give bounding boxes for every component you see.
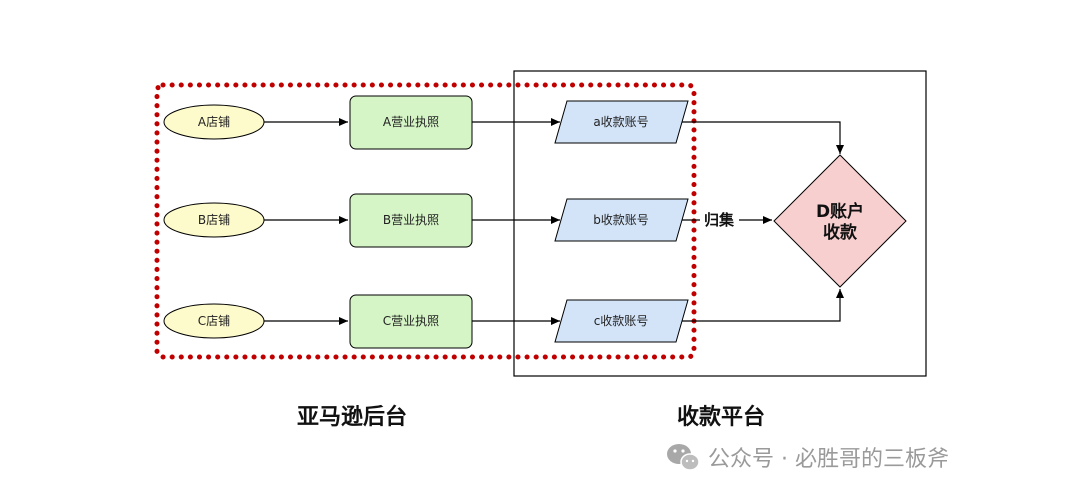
row-a: A店铺 A营业执照 a收款账号 [163,95,844,154]
account-label-c: c收款账号 [594,314,649,328]
collect-label: 归集 [704,211,735,229]
account-node-c [554,299,689,343]
target-label-line2: 收款 [823,222,858,243]
account-node-a [554,100,689,144]
account-node-b [554,198,689,242]
watermark-text: 公众号 · 必胜哥的三板斧 [708,447,949,472]
platform-boundary [513,70,927,377]
license-label-a: A营业执照 [383,115,439,129]
row-b: B店铺 B营业执照 b收款账号 归集 [163,193,772,248]
wechat-icon [667,444,700,471]
target-node-d [773,154,907,288]
group-caption-platform: 收款平台 [677,404,765,430]
edge-account-target-c [682,289,844,322]
license-label-c: C营业执照 [383,314,439,328]
store-label-a: A店铺 [198,115,230,129]
amazon-boundary [154,82,697,360]
account-label-b: b收款账号 [593,213,649,227]
edge-account-target-a [682,121,844,154]
watermark: 公众号 · 必胜哥的三板斧 [667,444,949,472]
account-label-a: a收款账号 [593,115,648,129]
store-label-b: B店铺 [198,213,230,227]
store-label-c: C店铺 [198,314,230,328]
row-c: C店铺 C营业执照 c收款账号 [163,289,844,349]
target-label-line1: D账户 [816,201,864,222]
group-caption-amazon: 亚马逊后台 [297,404,407,430]
license-label-b: B营业执照 [383,213,439,227]
